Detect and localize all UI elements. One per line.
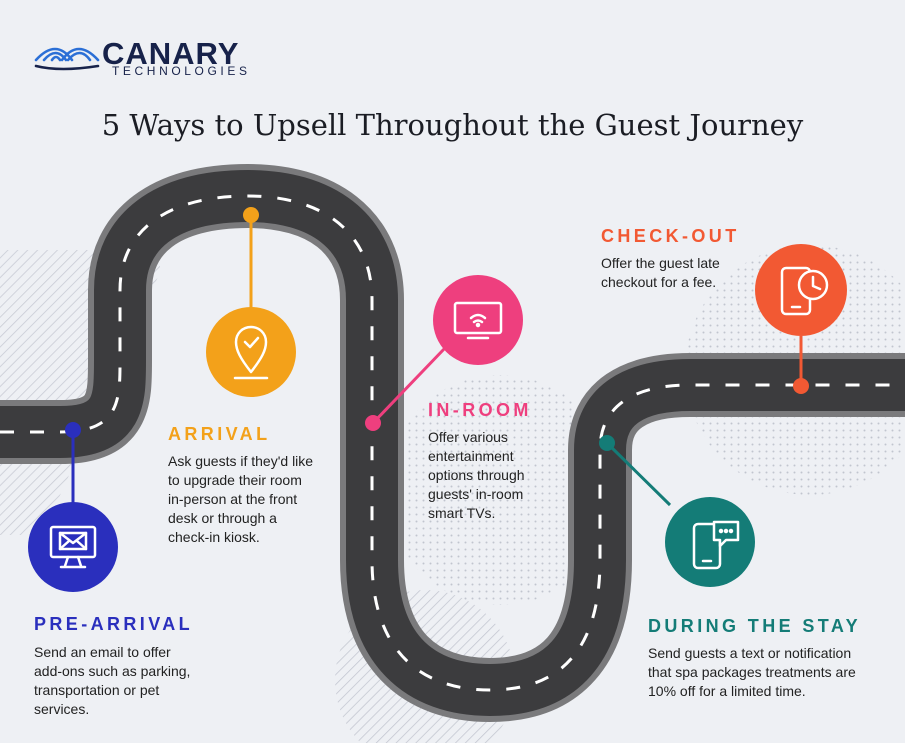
during-stay-badge: [665, 497, 755, 587]
arrival-description: Ask guests if they'd like to upgrade the…: [168, 452, 313, 547]
arrival-line: to upgrade their room: [168, 472, 302, 488]
during-stay-line: that spa packages treatments are: [648, 664, 856, 680]
check-out-heading: CHECK-OUT: [601, 226, 740, 246]
email-computer-icon: [49, 525, 97, 569]
pre-arrival-line: Send an email to offer: [34, 644, 171, 660]
phone-message-icon: [692, 520, 740, 570]
canary-logo-icon: [34, 47, 100, 71]
location-check-icon: [233, 325, 269, 380]
in-room-line: Offer various: [428, 429, 508, 445]
in-room-description: Offer various entertainment options thro…: [428, 428, 525, 523]
during-stay-heading: DURING THE STAY: [648, 616, 862, 636]
arrival-line: check-in kiosk.: [168, 529, 260, 545]
pre-arrival-description: Send an email to offer add-ons such as p…: [34, 643, 190, 719]
in-room-line: guests' in-room: [428, 486, 524, 502]
smart-tv-icon: [453, 301, 503, 340]
pre-arrival-line: add-ons such as parking,: [34, 663, 191, 679]
during-stay-description: Send guests a text or notification that …: [648, 644, 856, 701]
arrival-line: Ask guests if they'd like: [168, 453, 314, 469]
check-out-line: checkout for a fee.: [601, 274, 717, 290]
arrival-badge: [206, 307, 296, 397]
arrival-line: desk or through a: [168, 510, 277, 526]
during-stay-line: Send guests a text or notification: [648, 645, 852, 661]
in-room-line: smart TVs.: [428, 505, 496, 521]
brand-name: CANARY: [102, 36, 240, 71]
in-room-line: options through: [428, 467, 525, 483]
in-room-badge: [433, 275, 523, 365]
page-title: 5 Ways to Upsell Throughout the Guest Jo…: [101, 108, 804, 142]
in-room-line: entertainment: [428, 448, 514, 464]
check-out-badge: [755, 244, 847, 336]
during-stay-line: 10% off for a limited time.: [648, 683, 806, 699]
check-out-line: Offer the guest late: [601, 255, 720, 271]
check-out-description: Offer the guest late checkout for a fee.: [601, 254, 720, 292]
brand-subtitle: TECHNOLOGIES: [112, 64, 251, 78]
phone-clock-icon: [780, 266, 829, 316]
pre-arrival-line: transportation or pet: [34, 682, 160, 698]
in-room-heading: IN-ROOM: [428, 400, 532, 420]
arrival-line: in-person at the front: [168, 491, 298, 507]
pre-arrival-heading: PRE-ARRIVAL: [34, 614, 194, 634]
connectors: [65, 207, 809, 507]
pre-arrival-badge: [28, 502, 118, 592]
pre-arrival-line: services.: [34, 701, 90, 717]
arrival-heading: ARRIVAL: [168, 424, 271, 444]
